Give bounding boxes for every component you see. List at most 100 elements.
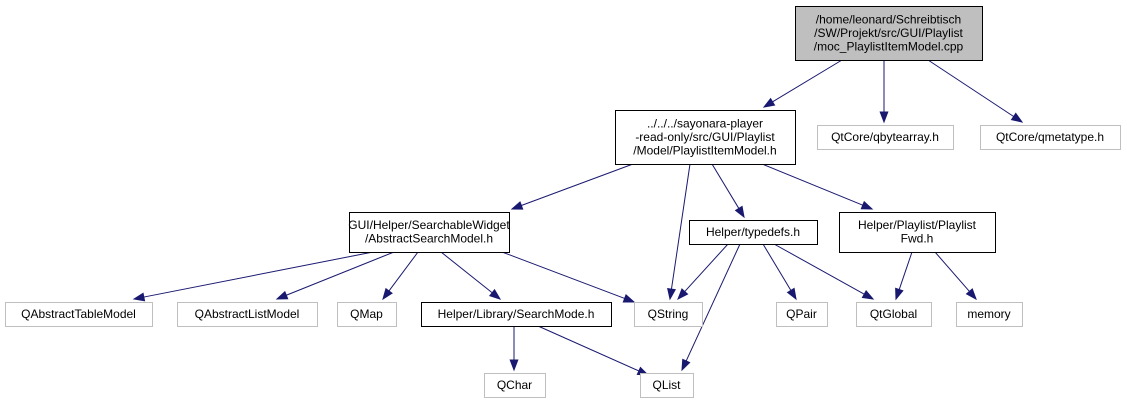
edge-line	[501, 251, 625, 299]
edge-line	[927, 59, 1014, 117]
node-label-line: /moc_PlaylistItemModel.cpp	[814, 39, 964, 53]
arrowhead-icon	[762, 97, 776, 108]
arrowhead-icon	[667, 287, 677, 301]
node-label-line: QMap	[350, 307, 383, 321]
arrowhead-icon	[786, 287, 797, 301]
node-box	[5, 302, 153, 327]
node-searchmode[interactable]: Helper/Library/SearchMode.h	[421, 302, 612, 327]
arrowhead-icon	[677, 288, 689, 301]
arrowhead-icon	[509, 359, 519, 372]
edge-line	[537, 325, 640, 372]
nodes-layer: /home/leonard/Schreibtisch/SW/Projekt/sr…	[5, 6, 1121, 398]
node-box	[795, 6, 983, 61]
edge-line	[685, 243, 741, 362]
edge-typedefs-to-qlist	[681, 243, 741, 372]
node-box	[349, 212, 510, 253]
edge-line	[684, 243, 729, 292]
arrowhead-icon	[132, 292, 146, 302]
node-box	[640, 373, 694, 398]
node-label-line: -read-only/src/GUI/Playlist	[635, 130, 775, 144]
node-qstring: QString	[634, 302, 703, 327]
node-box	[817, 125, 954, 150]
edge-line	[143, 251, 374, 298]
node-box	[484, 373, 546, 398]
node-label-line: QChar	[497, 378, 532, 392]
edge-line	[934, 251, 970, 292]
edge-model-to-playlistfwd	[761, 163, 874, 210]
node-label-line: GUI/Helper/SearchableWidget	[348, 218, 510, 232]
edge-line	[761, 163, 863, 206]
node-label-line: /SW/Projekt/src/GUI/Playlist	[814, 26, 963, 40]
node-label-line: /Model/PlaylistItemModel.h	[633, 143, 776, 157]
edge-line	[670, 163, 691, 290]
arrowhead-icon	[861, 289, 875, 300]
arrowhead-icon	[879, 111, 889, 124]
edge-line	[773, 243, 865, 295]
edge-line	[388, 251, 419, 292]
edge-typedefs-to-qstring	[677, 243, 729, 301]
arrowhead-icon	[895, 287, 904, 301]
node-label-line: Helper/typedefs.h	[706, 225, 800, 239]
arrowhead-icon	[382, 287, 393, 301]
edge-searchmode-to-qlist	[537, 325, 650, 376]
edge-root-to-qmetatype	[927, 59, 1024, 123]
node-label-line: QtGlobal	[870, 307, 917, 321]
node-box	[980, 125, 1121, 150]
node-box	[856, 302, 932, 327]
node-label-line: memory	[967, 307, 1010, 321]
node-label-line: Helper/Library/SearchMode.h	[438, 307, 595, 321]
edge-line	[440, 251, 493, 294]
node-qabstractlist: QAbstractListModel	[177, 302, 318, 327]
arrowhead-icon	[1010, 112, 1024, 123]
edge-line	[898, 251, 913, 290]
edge-abstractsearch-to-qabstractlist	[275, 251, 395, 300]
node-box	[689, 220, 818, 245]
node-qabstracttable: QAbstractTableModel	[5, 302, 153, 327]
node-qpair: QPair	[776, 302, 828, 327]
arrowhead-icon	[622, 294, 636, 303]
edges-layer	[132, 59, 1024, 376]
node-label-line: /AbstractSearchModel.h	[365, 232, 493, 246]
node-box	[421, 302, 612, 327]
edge-root-to-qbytearray	[879, 60, 889, 124]
edge-model-to-qstring	[667, 163, 691, 301]
edge-line	[286, 251, 395, 296]
edge-line	[772, 59, 843, 103]
edge-line	[711, 163, 740, 209]
node-label-line: QAbstractTableModel	[21, 307, 136, 321]
node-label-line: Helper/Playlist/Playlist	[858, 218, 977, 232]
node-label-line: /home/leonard/Schreibtisch	[816, 12, 961, 26]
node-box	[615, 110, 796, 165]
edge-root-to-model	[762, 59, 843, 108]
node-qbytearray: QtCore/qbytearray.h	[817, 125, 954, 150]
node-model[interactable]: ../../../sayonara-player-read-only/src/G…	[615, 110, 796, 165]
edge-abstractsearch-to-searchmode	[440, 251, 502, 300]
edge-playlistfwd-to-memory	[934, 251, 977, 301]
node-label-line: QtCore/qmetatype.h	[996, 130, 1104, 144]
node-box	[177, 302, 318, 327]
node-qchar: QChar	[484, 373, 546, 398]
node-label-line: Fwd.h	[901, 232, 934, 246]
arrowhead-icon	[965, 288, 977, 301]
edge-line	[521, 163, 634, 206]
edge-abstractsearch-to-qstring	[501, 251, 636, 303]
node-box	[634, 302, 703, 327]
arrowhead-icon	[681, 358, 691, 372]
node-label-line: QList	[652, 378, 681, 392]
node-label-line: QtCore/qbytearray.h	[831, 130, 939, 144]
node-abstractsearch[interactable]: GUI/Helper/SearchableWidget/AbstractSear…	[348, 212, 510, 253]
node-box	[776, 302, 828, 327]
node-memory: memory	[956, 302, 1023, 327]
node-box	[839, 212, 996, 253]
node-root[interactable]: /home/leonard/Schreibtisch/SW/Projekt/sr…	[795, 6, 983, 61]
node-typedefs[interactable]: Helper/typedefs.h	[689, 220, 818, 245]
edge-playlistfwd-to-qtglobal	[895, 251, 913, 301]
node-box	[956, 302, 1023, 327]
arrowhead-icon	[860, 200, 874, 210]
arrowhead-icon	[734, 205, 745, 219]
node-box	[337, 302, 397, 327]
edge-abstractsearch-to-qabstracttable	[132, 251, 374, 302]
node-label-line: ../../../sayonara-player	[647, 116, 763, 130]
